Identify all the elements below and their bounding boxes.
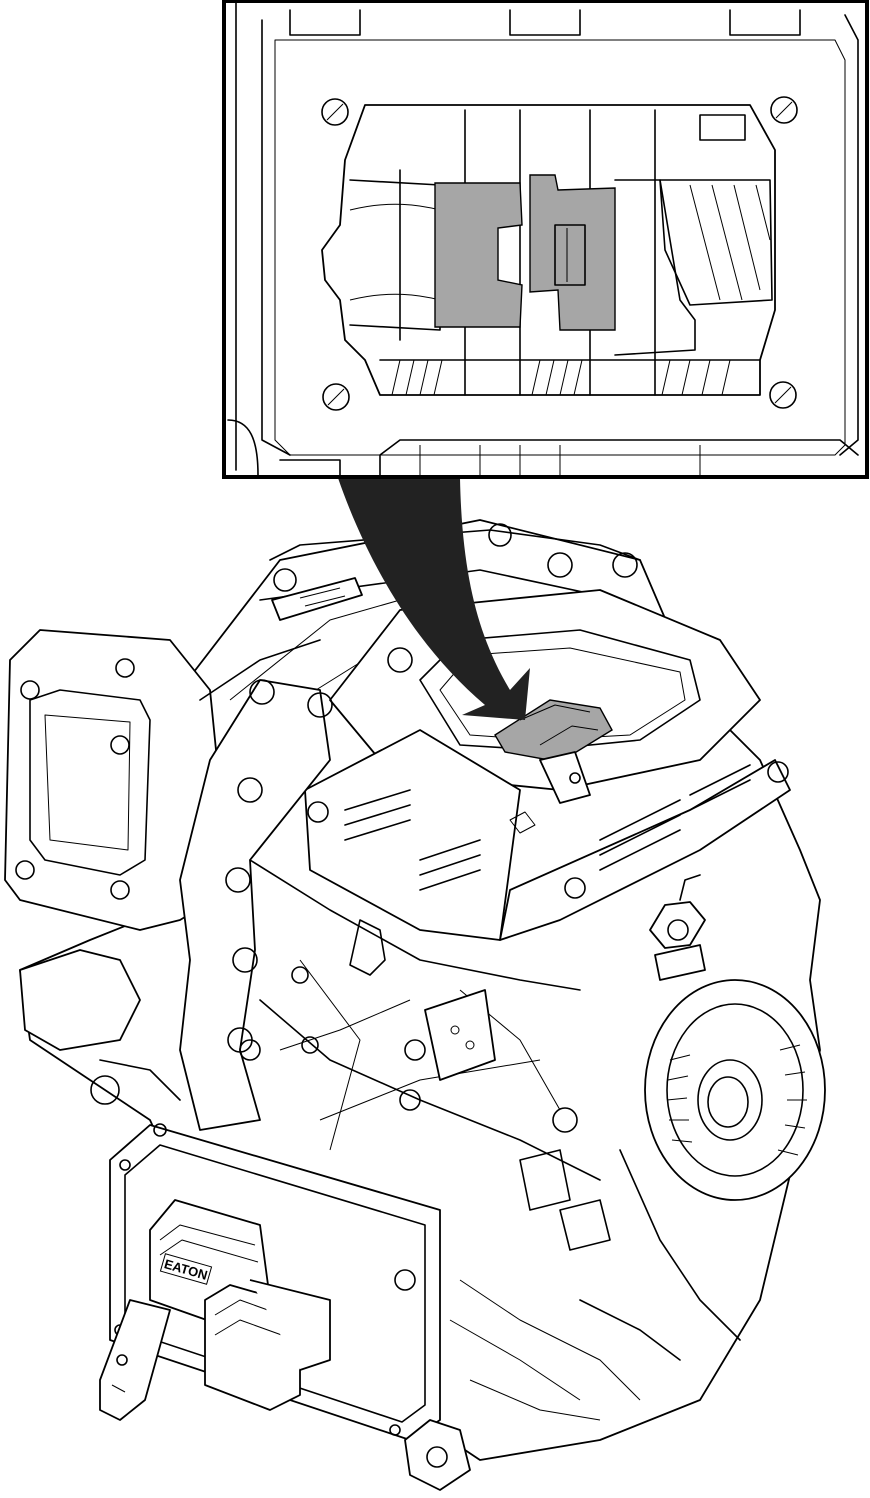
transmission-assembly: EATON — [4, 519, 826, 1491]
shift-block-highlight — [494, 699, 613, 804]
top-bolts — [273, 523, 638, 718]
output-tone-wheel — [644, 979, 826, 1201]
callout-arrow — [338, 478, 530, 720]
detail-inset — [222, 0, 869, 479]
ecu-controller: EATON — [109, 1123, 441, 1441]
mounting-foot-right — [404, 1419, 471, 1491]
inset-shift-block — [434, 174, 616, 331]
speed-sensor — [649, 874, 706, 981]
mounting-foot-left — [99, 1299, 171, 1421]
louvered-guard — [304, 729, 791, 941]
small-bracket — [424, 989, 496, 1081]
